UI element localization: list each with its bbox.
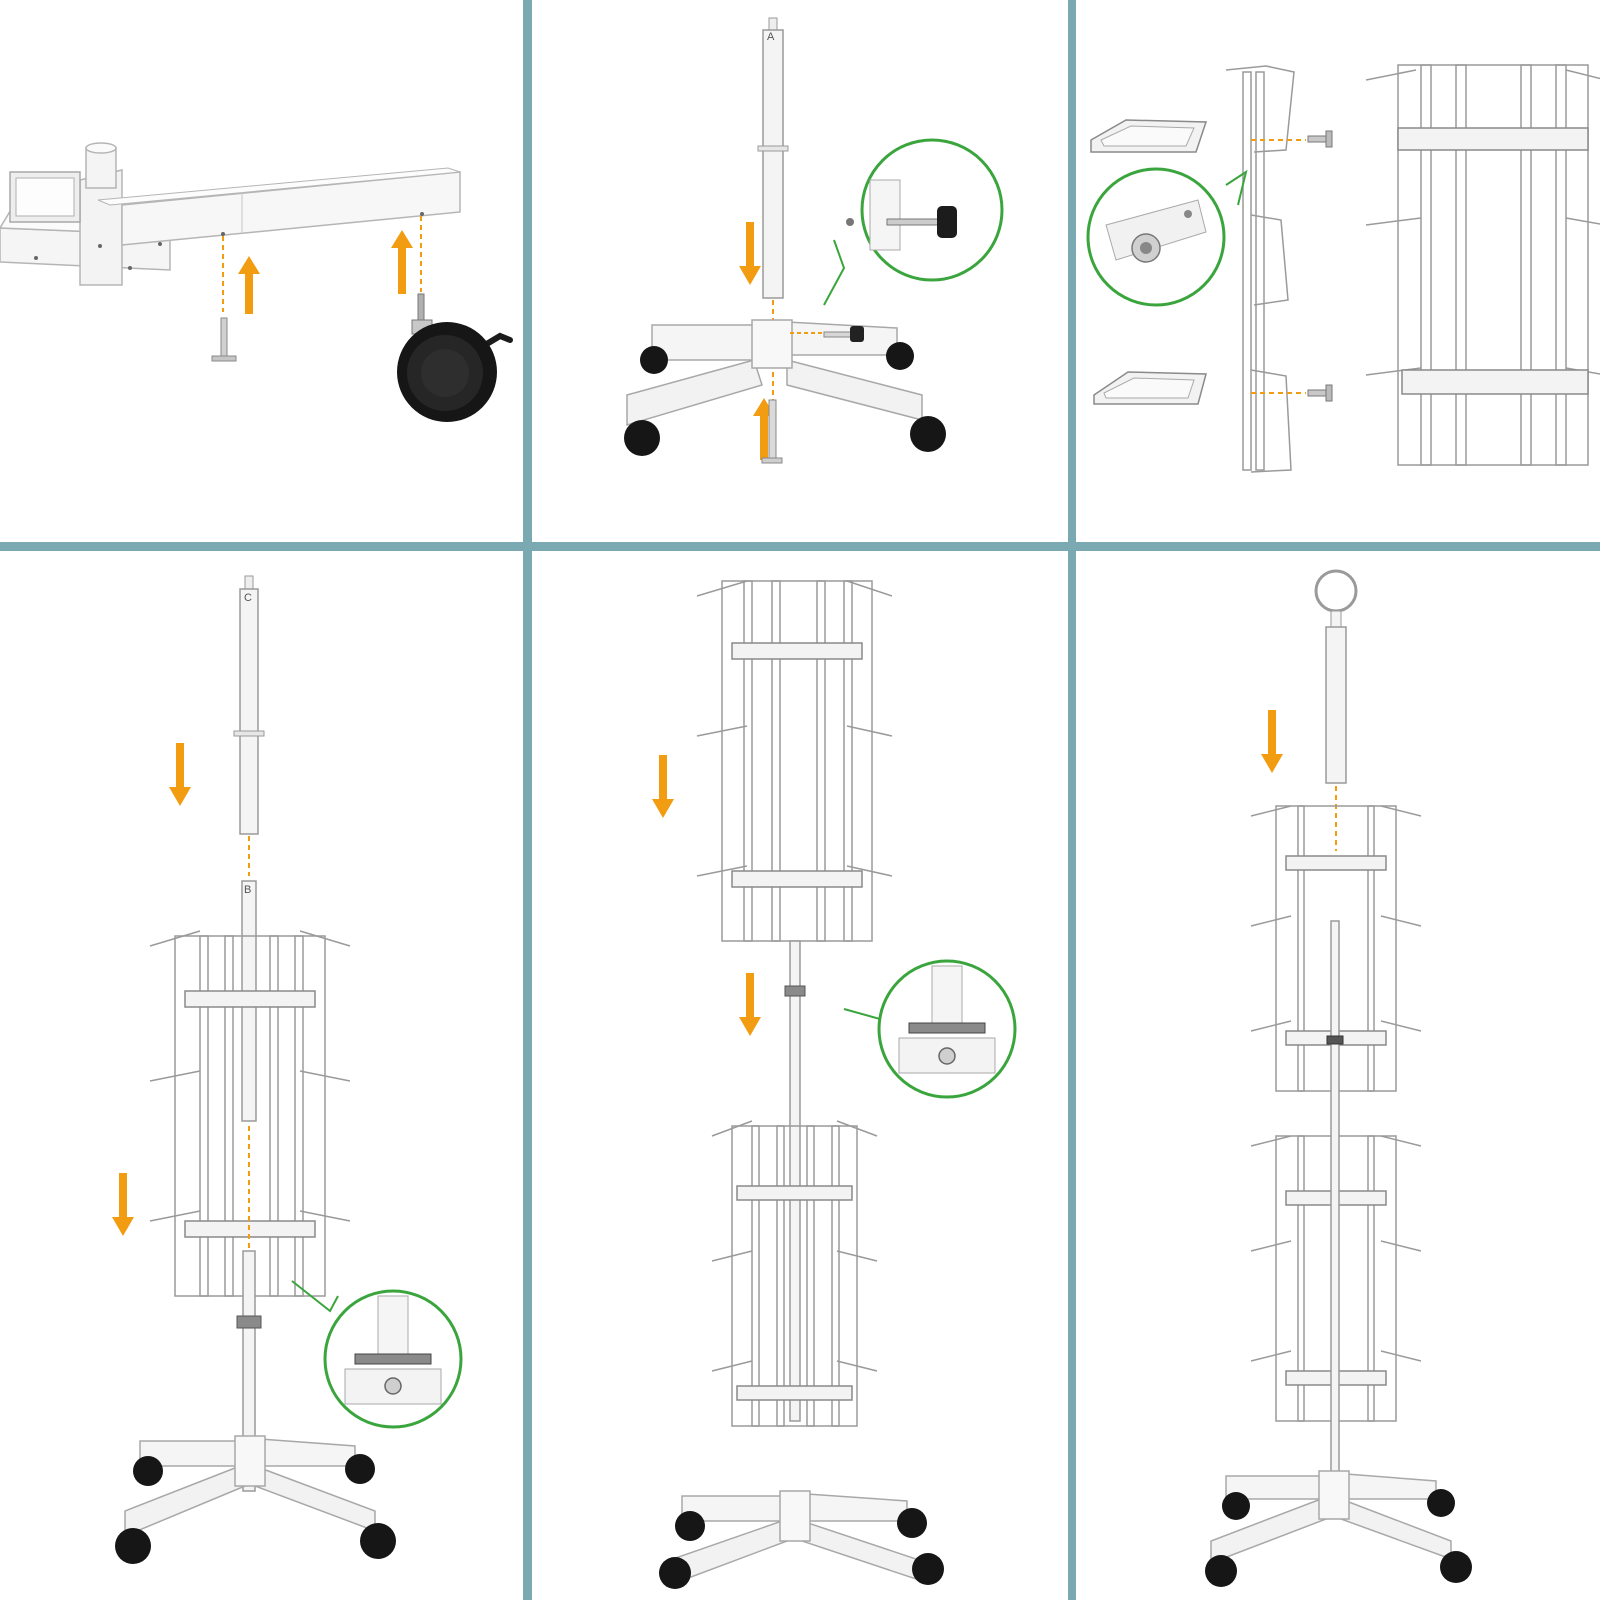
cross-base [1210,1470,1452,1565]
part-label-a: A [767,31,775,43]
caster-wheel-icon [640,346,668,374]
arrow-up-icon [238,256,260,314]
arrow-down-icon [169,743,191,806]
arrow-up-icon [391,230,413,294]
arrow-down-icon [739,222,761,285]
caster-wheel-icon [659,1557,691,1589]
caster-wheel-icon [115,1528,151,1564]
cross-base [626,319,923,427]
zoom-callout-bearing [291,1280,463,1429]
center-pole [236,1250,262,1492]
caster-wheel-icon [360,1523,396,1559]
zoom-callout-bolt [1086,167,1248,307]
caster-wheel-icon [675,1511,705,1541]
caster-wheel-icon [910,416,946,452]
panel-step-6 [1076,551,1600,1600]
display-tower [1250,805,1422,1422]
panel-step-1 [0,0,523,542]
bolt-icon [211,317,237,362]
caster-wheel-icon [1205,1555,1237,1587]
bolt-icon [761,399,783,464]
pole-c: C [233,575,265,835]
panel-step-2: A [532,0,1068,542]
caster-wheel-icon [912,1553,944,1585]
panel-step-5 [532,551,1068,1600]
caster-wheel-icon [1427,1489,1455,1517]
cross-base [124,1435,376,1538]
top-loop-pole [1314,569,1358,784]
arrow-down-icon [652,755,674,818]
arrow-down-icon [1261,710,1283,773]
panel-step-4: C B [0,551,523,1600]
assembled-basket-column [1365,64,1600,466]
caster-wheel-icon [345,1454,375,1484]
panel-step-3 [1076,0,1600,542]
zoom-callout-bearing [843,959,1017,1099]
caster-wheel-icon [886,342,914,370]
arrow-down-icon [112,1173,134,1236]
caster-wheel-icon [1222,1492,1250,1520]
caster-wheel-icon [397,293,513,422]
part-label-b: B [244,884,251,896]
bolt-icon [1307,130,1333,148]
bolt-icon [1307,384,1333,402]
caster-wheel-icon [624,420,660,456]
center-pole [784,940,806,1422]
caster-wheel-icon [1440,1551,1472,1583]
base-arm [0,142,461,286]
part-label-c: C [244,592,252,604]
square-bracket-icon [1090,119,1208,153]
caster-wheel-icon [133,1456,163,1486]
square-bracket-icon [1093,371,1207,405]
caster-wheel-icon [897,1508,927,1538]
arrow-down-icon [739,973,761,1036]
pole-a: A [757,17,789,299]
cross-base [666,1490,923,1588]
lower-basket-column [711,1120,878,1427]
wire-frame-panel [1225,65,1295,473]
zoom-callout-knob [823,138,1004,306]
